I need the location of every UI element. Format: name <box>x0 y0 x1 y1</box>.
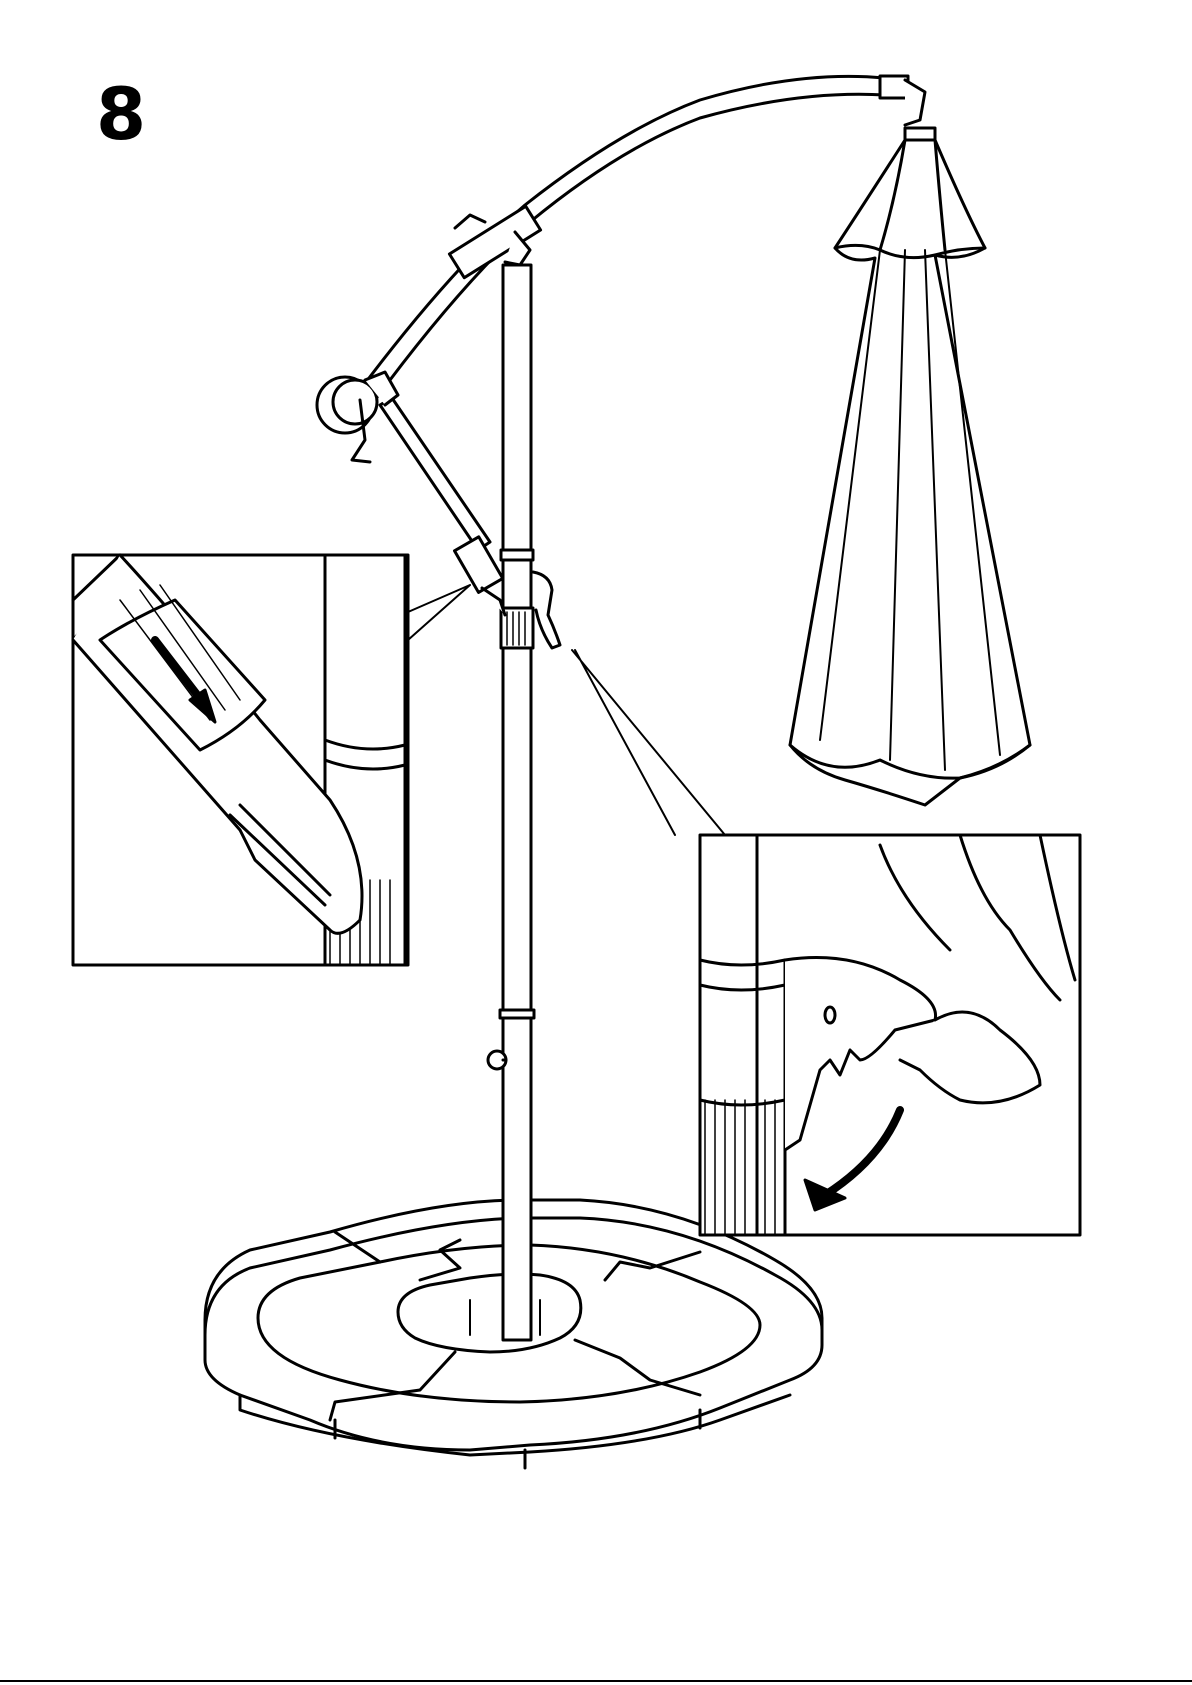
crank-handle <box>317 372 398 462</box>
folded-canopy <box>790 128 1030 805</box>
pole-lever <box>533 572 560 648</box>
slide-sleeve-detail <box>73 555 470 965</box>
footer-rule <box>0 1680 1192 1682</box>
main-pole <box>488 265 534 1340</box>
